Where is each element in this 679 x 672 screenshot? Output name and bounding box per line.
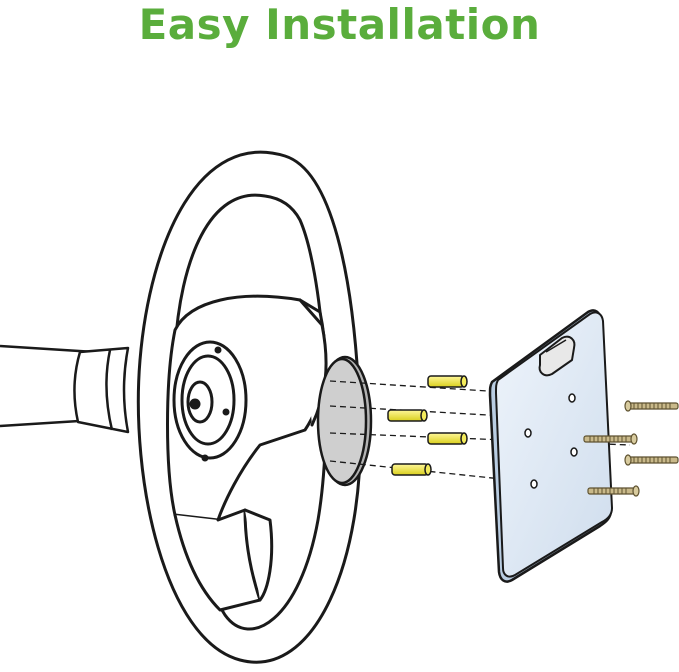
disc-icon: [316, 355, 373, 487]
screw-icon: [624, 400, 679, 412]
plate-icon: [488, 309, 613, 583]
steering-column-icon: [0, 344, 130, 434]
installation-diagram: [0, 150, 679, 664]
steering-wheel-icon: [136, 150, 362, 664]
screw-icon: [624, 454, 679, 466]
spacer-icon: [427, 375, 468, 388]
spacer-icon: [391, 463, 432, 476]
page-title: Easy Installation: [138, 0, 541, 49]
spacer-icon: [387, 409, 428, 422]
screw-icon: [583, 433, 638, 445]
screw-icon: [587, 485, 640, 497]
spacer-icon: [427, 432, 468, 445]
